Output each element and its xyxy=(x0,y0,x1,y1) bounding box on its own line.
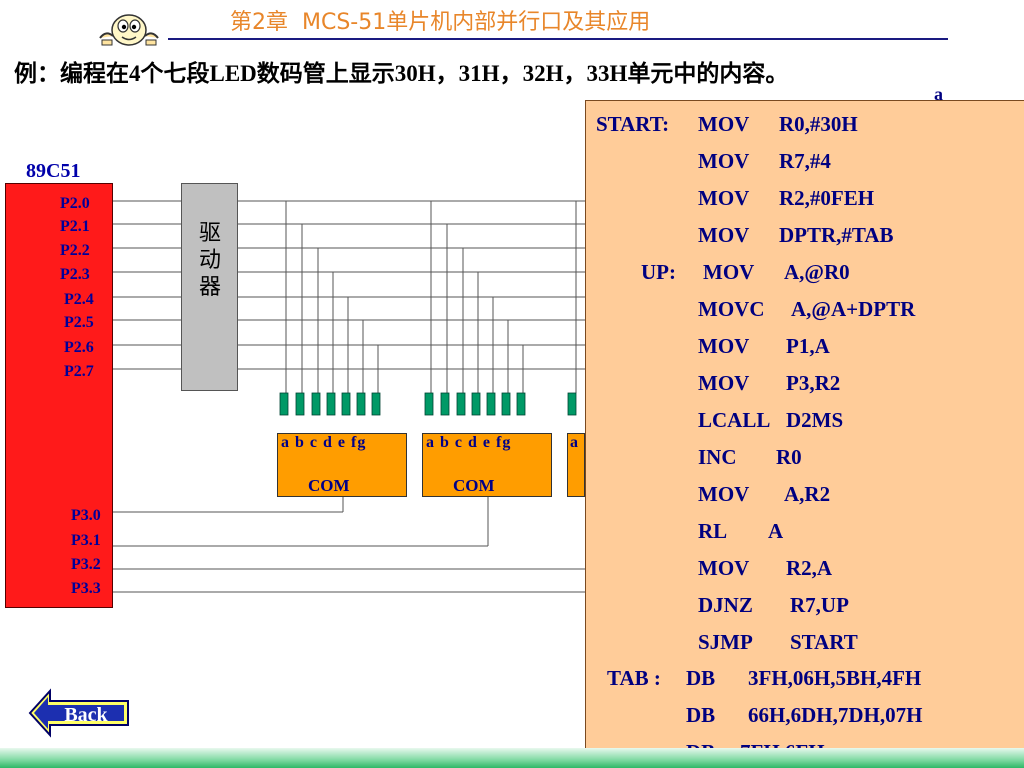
code-label: START: xyxy=(596,112,670,136)
code-arg: DPTR,#TAB xyxy=(779,223,894,247)
code-op: MOV xyxy=(698,334,750,358)
code-label: TAB : xyxy=(607,666,661,690)
pin-p3-2: P3.2 xyxy=(71,556,101,573)
pin-p3-1: P3.1 xyxy=(71,532,101,549)
led-resistor xyxy=(295,392,305,416)
code-listing-panel xyxy=(585,100,1024,768)
led-resistor xyxy=(371,392,381,416)
code-op: MOV xyxy=(703,260,755,284)
led-resistor xyxy=(341,392,351,416)
code-label: UP: xyxy=(641,260,676,284)
pin-p3-0: P3.0 xyxy=(71,507,101,524)
led-resistor xyxy=(440,392,450,416)
code-arg: 66H,6DH,7DH,07H xyxy=(748,703,923,727)
page-title: 第2章 MCS-51单片机内部并行口及其应用 xyxy=(230,4,790,40)
example-statement: 例：编程在4个七段LED数码管上显示30H，31H，32H，33H单元中的内容。 xyxy=(14,61,789,86)
seven-segment-display-3 xyxy=(567,433,585,497)
code-arg: A,R2 xyxy=(784,482,831,506)
code-arg: R7,#4 xyxy=(779,149,831,173)
led-resistor xyxy=(567,392,577,416)
pin-p2-0: P2.0 xyxy=(60,195,90,212)
driver-char: 动 xyxy=(198,248,221,273)
code-arg: R2,#0FEH xyxy=(779,186,875,210)
code-arg: R0 xyxy=(776,445,802,469)
code-arg: 3FH,06H,5BH,4FH xyxy=(748,666,922,690)
led-resistor xyxy=(356,392,366,416)
driver-char: 驱 xyxy=(198,221,221,246)
chip-name-label: 89C51 xyxy=(26,160,81,182)
code-op: LCALL xyxy=(698,408,771,432)
segment-labels-3: a xyxy=(570,434,579,451)
code-op: MOV xyxy=(698,556,750,580)
pin-p2-2: P2.2 xyxy=(60,242,90,259)
code-arg: A,@A+DPTR xyxy=(791,297,916,321)
back-button[interactable]: Back xyxy=(28,688,132,738)
footer-gradient-bar xyxy=(0,748,1024,768)
led-resistor xyxy=(424,392,434,416)
chapter-label: 第2章 xyxy=(230,10,288,35)
segment-labels-1: a b c d e fg xyxy=(281,434,367,451)
led-resistor xyxy=(471,392,481,416)
code-op: MOV xyxy=(698,186,750,210)
seven-segment-display-1 xyxy=(277,433,407,497)
code-arg: START xyxy=(790,630,858,654)
mascot-icon xyxy=(99,14,159,46)
code-arg: R0,#30H xyxy=(779,112,858,136)
code-op: SJMP xyxy=(698,630,753,654)
code-op: MOV xyxy=(698,223,750,247)
back-label: Back xyxy=(64,704,108,726)
pin-p2-6: P2.6 xyxy=(64,339,94,356)
code-op: DB xyxy=(686,666,716,690)
com-label-2: COM xyxy=(453,476,495,495)
code-arg: P3,R2 xyxy=(786,371,841,395)
pin-p2-5: P2.5 xyxy=(64,314,94,331)
code-arg: A,@R0 xyxy=(784,260,850,284)
pin-p2-3: P2.3 xyxy=(60,266,90,283)
led-resistor xyxy=(516,392,526,416)
led-resistor xyxy=(501,392,511,416)
driver-label: 驱 动 器 xyxy=(188,220,232,301)
driver-block xyxy=(181,183,238,391)
pin-p3-3: P3.3 xyxy=(71,580,101,597)
microcontroller-chip xyxy=(5,183,113,608)
back-arrow-icon: Back xyxy=(28,688,129,738)
led-resistor xyxy=(311,392,321,416)
code-op: MOV xyxy=(698,112,750,136)
code-arg: D2MS xyxy=(786,408,844,432)
stray-segment-label: a xyxy=(934,84,943,104)
pin-p2-7: P2.7 xyxy=(64,363,94,380)
code-op: INC xyxy=(698,445,737,469)
code-arg: R2,A xyxy=(786,556,833,580)
segment-labels-2: a b c d e fg xyxy=(426,434,512,451)
title-divider xyxy=(168,38,948,40)
driver-char: 器 xyxy=(198,275,221,300)
code-arg: P1,A xyxy=(786,334,830,358)
code-arg: R7,UP xyxy=(790,593,849,617)
pin-p2-1: P2.1 xyxy=(60,218,90,235)
code-op: MOV xyxy=(698,149,750,173)
com-label-1: COM xyxy=(308,476,350,495)
code-arg: A xyxy=(768,519,784,543)
code-op: RL xyxy=(698,519,728,543)
led-resistor xyxy=(486,392,496,416)
seven-segment-display-2 xyxy=(422,433,552,497)
code-op: MOV xyxy=(698,482,750,506)
led-resistor xyxy=(326,392,336,416)
led-resistor xyxy=(456,392,466,416)
pin-p2-4: P2.4 xyxy=(64,291,94,308)
led-resistor xyxy=(279,392,289,416)
code-op: DJNZ xyxy=(698,593,753,617)
code-op: MOVC xyxy=(698,297,765,321)
chapter-title: MCS-51单片机内部并行口及其应用 xyxy=(302,10,651,35)
code-op: MOV xyxy=(698,371,750,395)
code-op: DB xyxy=(686,703,716,727)
